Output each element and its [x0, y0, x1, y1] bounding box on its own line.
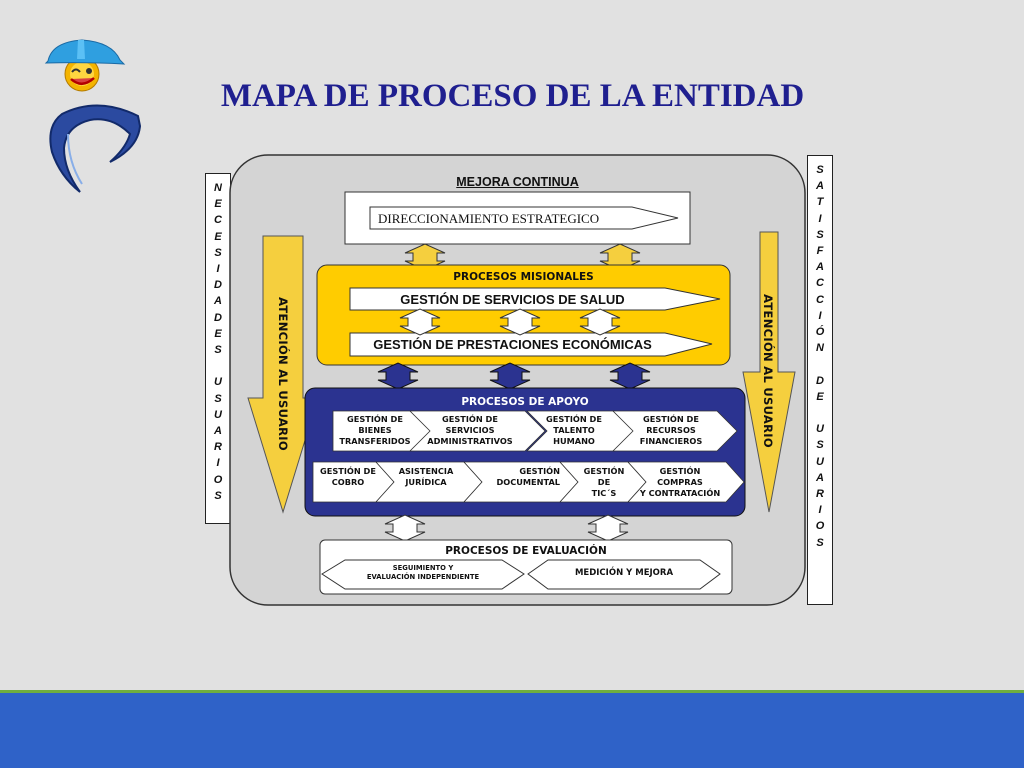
satisfaccion-letter: R	[816, 488, 824, 501]
misionales-title: PROCESOS MISIONALES	[453, 271, 594, 283]
necesidades-letter: D	[214, 311, 222, 324]
process-map-diagram	[229, 154, 806, 606]
prestaciones-label: GESTIÓN DE PRESTACIONES ECONÓMICAS	[373, 337, 652, 352]
apoyo-chevron	[409, 410, 546, 452]
satisfaccion-letter: A	[816, 471, 824, 484]
satisfaccion-letter: C	[816, 293, 824, 306]
necesidades-letter: A	[214, 295, 222, 308]
mejora-continua-label: MEJORA CONTINUA	[456, 175, 579, 189]
necesidades-letter: E	[214, 327, 222, 340]
necesidades-letter: D	[214, 279, 222, 292]
satisfaccion-letter: I	[818, 504, 822, 517]
satisfaccion-letter: A	[816, 261, 824, 274]
swoosh-c-icon	[49, 104, 142, 193]
necesidades-letter: C	[214, 214, 222, 227]
satisfaccion-letter: I	[818, 212, 822, 225]
necesidades-letter: E	[214, 230, 222, 243]
necesidades-letter: S	[214, 246, 222, 259]
seguimiento-hexagon	[321, 559, 525, 590]
direccionamiento-arrow	[369, 206, 679, 230]
satisfaccion-letter: U	[816, 423, 824, 436]
atencion-left-label: ATENCIÓN AL USUARIO	[276, 297, 290, 451]
satisfaccion-letter: S	[816, 164, 824, 176]
satisfaccion-letter: E	[816, 390, 824, 403]
necesidades-letter: S	[214, 489, 222, 502]
satisfaccion-letter: S	[816, 439, 824, 452]
necesidades-letter: I	[216, 263, 220, 276]
satisfaccion-letter: O	[815, 520, 825, 533]
necesidades-letter: S	[214, 344, 222, 357]
apoyo-chevron	[627, 461, 745, 503]
satisfaccion-letter: F	[816, 245, 824, 258]
satisfaccion-letter: S	[816, 228, 824, 241]
necesidades-letter: U	[214, 376, 222, 389]
atencion-right-label: ATENCIÓN AL USUARIO	[761, 294, 775, 448]
evaluacion-title: PROCESOS DE EVALUACIÓN	[445, 545, 607, 557]
satisfaccion-letter: A	[816, 180, 824, 193]
satisfaccion-letter: S	[816, 536, 824, 549]
satisfaccion-letter: D	[816, 374, 824, 387]
necesidades-letter: O	[213, 473, 223, 486]
apoyo-chevron	[612, 410, 738, 452]
satisfaccion-letter: U	[816, 455, 824, 468]
prestaciones-arrow	[349, 332, 713, 357]
servicios-salud-arrow	[349, 287, 721, 311]
atencion-left-arrow	[247, 235, 319, 514]
logo	[44, 39, 142, 193]
satisfaccion-letter: N	[816, 342, 824, 355]
smiley-hardhat-icon	[44, 39, 126, 92]
medicion-label: MEDICIÓN Y MEJORA	[574, 568, 674, 578]
medicion-hexagon	[527, 559, 721, 590]
satisfaccion-letter: T	[816, 196, 824, 209]
apoyo-title: PROCESOS DE APOYO	[461, 396, 589, 408]
necesidades-letter: A	[214, 425, 222, 438]
direccionamiento-label: DIRECCIONAMIENTO ESTRATEGICO	[378, 211, 600, 226]
footer-bar	[0, 690, 1024, 768]
necesidades-letter: S	[214, 392, 222, 405]
satisfaccion-letter: C	[816, 277, 824, 290]
necesidades-letter: U	[214, 408, 222, 421]
satisfaccion-letter: Ó	[815, 326, 825, 339]
necesidades-letter: E	[214, 198, 222, 211]
page-title: MAPA DE PROCESO DE LA ENTIDAD	[220, 78, 805, 114]
servicios-salud-label: GESTIÓN DE SERVICIOS DE SALUD	[400, 292, 625, 307]
necesidades-letter: I	[216, 457, 220, 470]
necesidades-letter: N	[214, 182, 222, 194]
necesidades-letter: R	[214, 441, 222, 454]
satisfaccion-letter: I	[818, 309, 822, 322]
atencion-right-arrow	[742, 231, 796, 513]
